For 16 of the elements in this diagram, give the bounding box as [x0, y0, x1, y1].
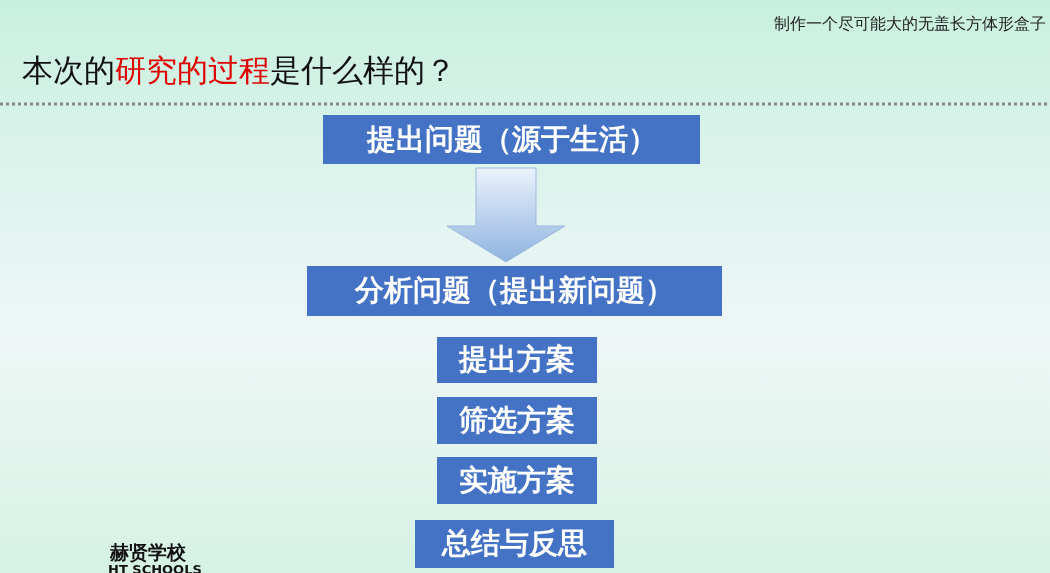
- slide-title: 本次的研究的过程是什么样的？: [22, 51, 456, 90]
- process-box: [323, 115, 700, 164]
- box-text: 分析问题（提出新问题）: [355, 272, 674, 309]
- process-box: [307, 266, 722, 316]
- process-box: [415, 520, 614, 568]
- process-box: [437, 337, 597, 383]
- school-name: 赫贤学校: [110, 540, 186, 565]
- box-text: 提出方案: [459, 341, 575, 378]
- process-box: [437, 457, 597, 504]
- block-arrow: [446, 167, 566, 263]
- box-text: 提出问题（源于生活）: [366, 120, 657, 158]
- box-text: 实施方案: [459, 461, 575, 499]
- header-note: 制作一个尽可能大的无盖长方体形盒子: [774, 14, 1046, 35]
- box-text: 筛选方案: [459, 401, 575, 439]
- process-box: [437, 397, 597, 444]
- box-text: 总结与反思: [442, 525, 587, 562]
